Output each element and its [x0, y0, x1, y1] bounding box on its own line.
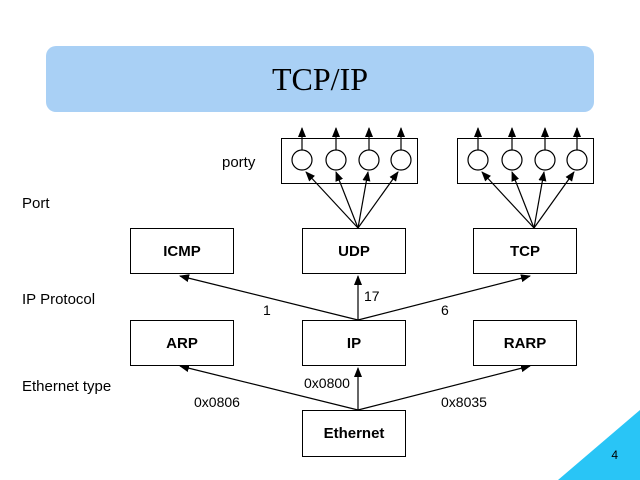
ip-protocol-label: IP Protocol [22, 291, 96, 308]
arrow-eth-to-rarp [357, 364, 531, 411]
page-title: TCP/IP [271, 60, 369, 97]
rarp-box: RARP [473, 320, 577, 366]
icmp-box: ICMP [130, 228, 234, 274]
edge-label-ip: 0x0800 [304, 375, 350, 391]
arrow-tcp-to-port-3 [533, 171, 547, 229]
edge-label-tcp: 6 [441, 302, 449, 318]
title-banner: TCP/IP [46, 46, 594, 112]
tcp-port-circle-2 [501, 149, 523, 171]
ip-box: IP [302, 320, 406, 366]
arrow-tcp-to-port-4 [533, 171, 575, 229]
page-number: 4 [611, 448, 618, 462]
udp-port-circle-4 [390, 149, 412, 171]
tcp-port-circle-4 [566, 149, 588, 171]
edge-label-udp: 17 [364, 288, 380, 304]
tcp-box: TCP [473, 228, 577, 274]
tcp-port-circle-3 [534, 149, 556, 171]
arrow-tcp-to-port-2 [511, 171, 535, 229]
arrow-udp-to-port-1 [305, 171, 359, 229]
arrow-tcp-to-port-1 [481, 171, 535, 229]
arrow-ip-to-tcp [357, 274, 531, 321]
udp-port-circle-3 [358, 149, 380, 171]
ethernet-type-label: Ethernet type [22, 378, 112, 395]
arrow-udp-to-port-3 [357, 171, 371, 229]
arrow-udp-to-port-2 [335, 171, 359, 229]
arrow-eth-to-arp [179, 364, 359, 411]
edge-label-icmp: 1 [263, 302, 271, 318]
porty-label: porty [222, 154, 256, 171]
udp-port-circle-1 [291, 149, 313, 171]
arrow-ip-to-icmp [179, 274, 359, 321]
udp-box: UDP [302, 228, 406, 274]
port-label: Port [22, 195, 50, 212]
udp-port-circle-2 [325, 149, 347, 171]
arp-box: ARP [130, 320, 234, 366]
tcp-port-circle-1 [467, 149, 489, 171]
arrow-udp-to-port-4 [357, 171, 399, 229]
edge-label-arp: 0x0806 [194, 394, 240, 410]
edge-label-rarp: 0x8035 [441, 394, 487, 410]
corner-decoration [558, 410, 640, 480]
ethernet-box: Ethernet [302, 410, 406, 457]
